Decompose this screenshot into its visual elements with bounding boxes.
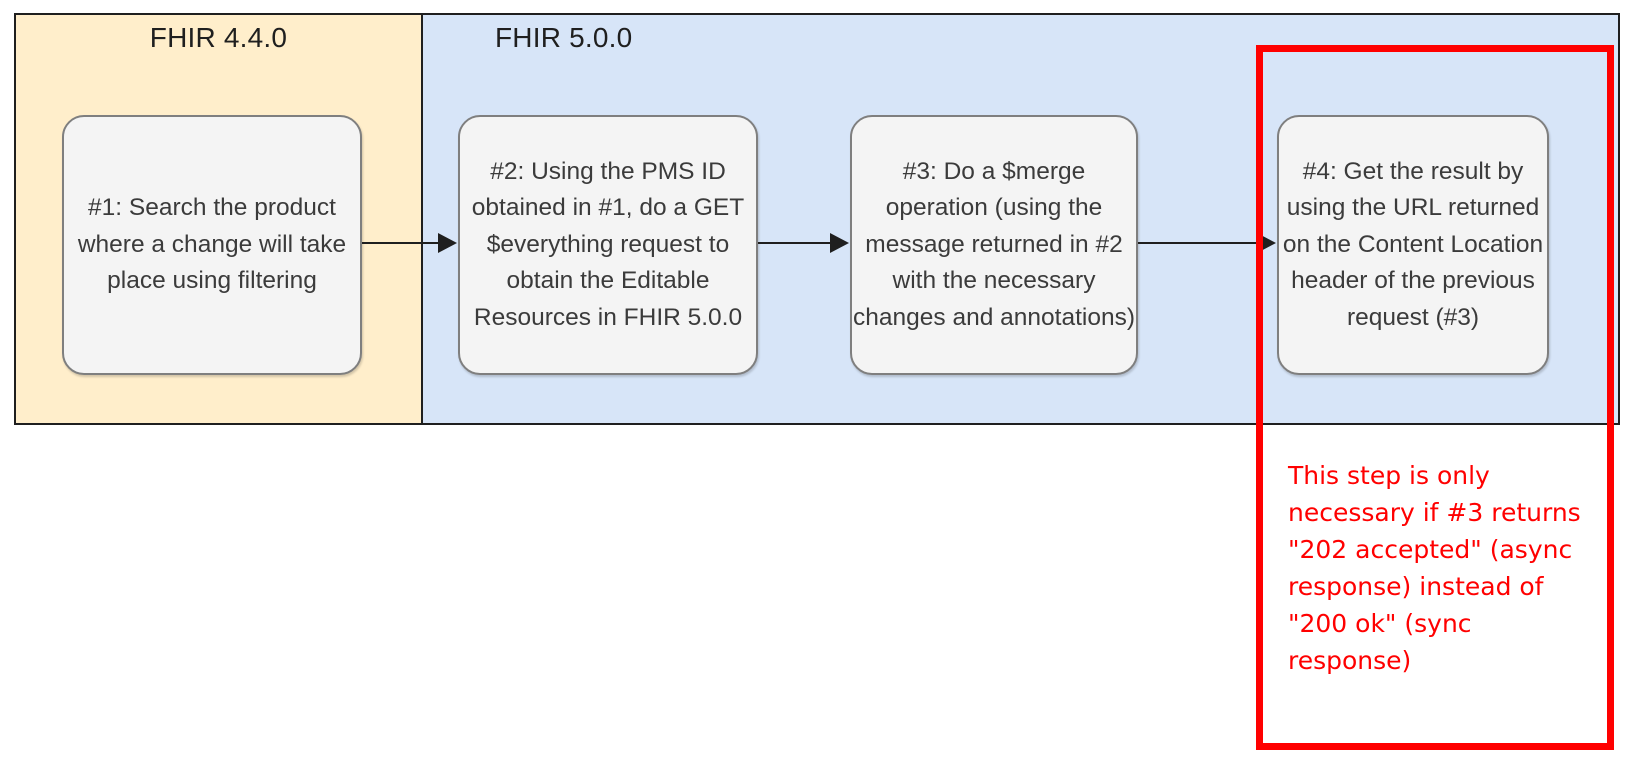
connector-shaft (1138, 242, 1259, 244)
connector-shaft (758, 242, 832, 244)
arrowhead-icon (1257, 233, 1276, 253)
process-node-step-1-label: #1: Search the product where a change wi… (77, 194, 347, 295)
process-node-step-2-label: #2: Using the PMS ID obtained in #1, do … (471, 157, 745, 331)
process-node-step-3-label: #3: Do a $merge operation (using the mes… (853, 157, 1135, 331)
arrowhead-icon (830, 233, 849, 253)
process-node-step-4[interactable]: #4: Get the result by using the URL retu… (1277, 115, 1549, 375)
connector-arrow-step2-step3 (758, 231, 850, 255)
connector-arrow-step3-step4 (1138, 231, 1278, 255)
process-node-step-1[interactable]: #1: Search the product where a change wi… (62, 115, 362, 375)
swimlane-title-fhir-500: FHIR 5.0.0 (495, 22, 633, 53)
callout-note-text: This step is only necessary if #3 return… (1288, 461, 1581, 675)
swimlane-title-fhir-440: FHIR 4.4.0 (149, 22, 288, 53)
connector-arrow-step1-step2 (362, 231, 458, 255)
process-node-step-4-label: #4: Get the result by using the URL retu… (1282, 157, 1544, 331)
process-node-step-2[interactable]: #2: Using the PMS ID obtained in #1, do … (458, 115, 758, 375)
connector-shaft (362, 242, 440, 244)
arrowhead-icon (438, 233, 457, 253)
process-node-step-3[interactable]: #3: Do a $merge operation (using the mes… (850, 115, 1138, 375)
